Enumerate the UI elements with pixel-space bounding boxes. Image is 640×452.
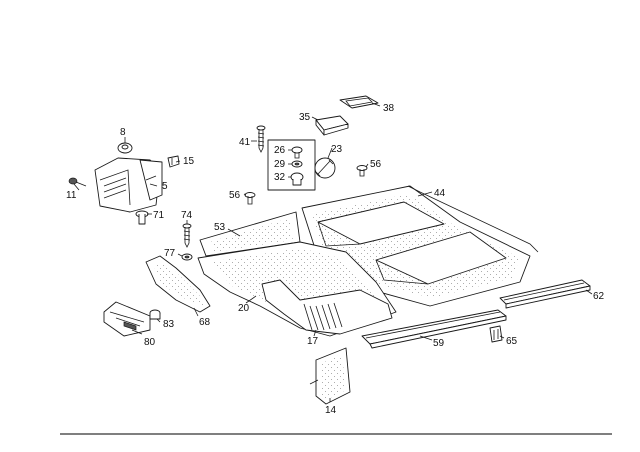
label-65: 65 [506, 336, 518, 347]
label-5: 5 [162, 181, 168, 192]
part-83-nut [149, 309, 161, 320]
part-15-bracket [167, 155, 180, 168]
label-44: 44 [434, 188, 446, 199]
callout-labels: 8 15 5 11 71 41 35 38 26 29 32 23 56 56 … [66, 103, 605, 416]
part-38-pad [339, 95, 379, 109]
label-74: 74 [181, 210, 193, 221]
part-62-sill-rail [499, 279, 591, 309]
label-53: 53 [214, 222, 226, 233]
label-17: 17 [307, 336, 319, 347]
part-56-plug-right [356, 165, 368, 177]
label-11: 11 [66, 190, 77, 201]
part-8-grommet [117, 142, 133, 154]
label-71: 71 [153, 210, 165, 221]
label-29: 29 [274, 159, 286, 170]
part-71-clip [135, 210, 149, 225]
part-17-footwell [261, 279, 393, 335]
part-41-screw [256, 125, 266, 153]
part-68-side-trim [145, 255, 211, 313]
part-74-screw [182, 223, 192, 248]
label-15: 15 [183, 156, 195, 167]
part-59-sill-rail [361, 309, 507, 349]
label-35: 35 [299, 112, 311, 123]
part-23-tool-symbol [314, 157, 336, 179]
label-20: 20 [238, 303, 250, 314]
label-77: 77 [164, 248, 176, 259]
label-56-left: 56 [229, 190, 241, 201]
leader-lines [73, 102, 593, 402]
part-11-bolt [68, 177, 87, 187]
label-59: 59 [433, 338, 445, 349]
label-32: 32 [274, 172, 286, 183]
part-14-panel [315, 347, 351, 405]
label-41: 41 [239, 137, 251, 148]
label-38: 38 [383, 103, 395, 114]
label-14: 14 [325, 405, 337, 416]
label-23: 23 [331, 144, 343, 155]
part-65-clip [489, 325, 503, 343]
label-56-right: 56 [370, 159, 382, 170]
part-77-washer [181, 253, 193, 261]
label-26: 26 [274, 145, 286, 156]
label-62: 62 [593, 291, 605, 302]
part-56-plug-left [244, 192, 256, 205]
fastener-set-box [267, 139, 316, 191]
label-8: 8 [120, 127, 126, 138]
label-80: 80 [144, 337, 156, 348]
part-80-bracket [103, 301, 151, 337]
part-5-housing [94, 157, 163, 213]
label-83: 83 [163, 319, 175, 330]
part-35-pad [315, 115, 349, 136]
label-68: 68 [199, 317, 211, 328]
